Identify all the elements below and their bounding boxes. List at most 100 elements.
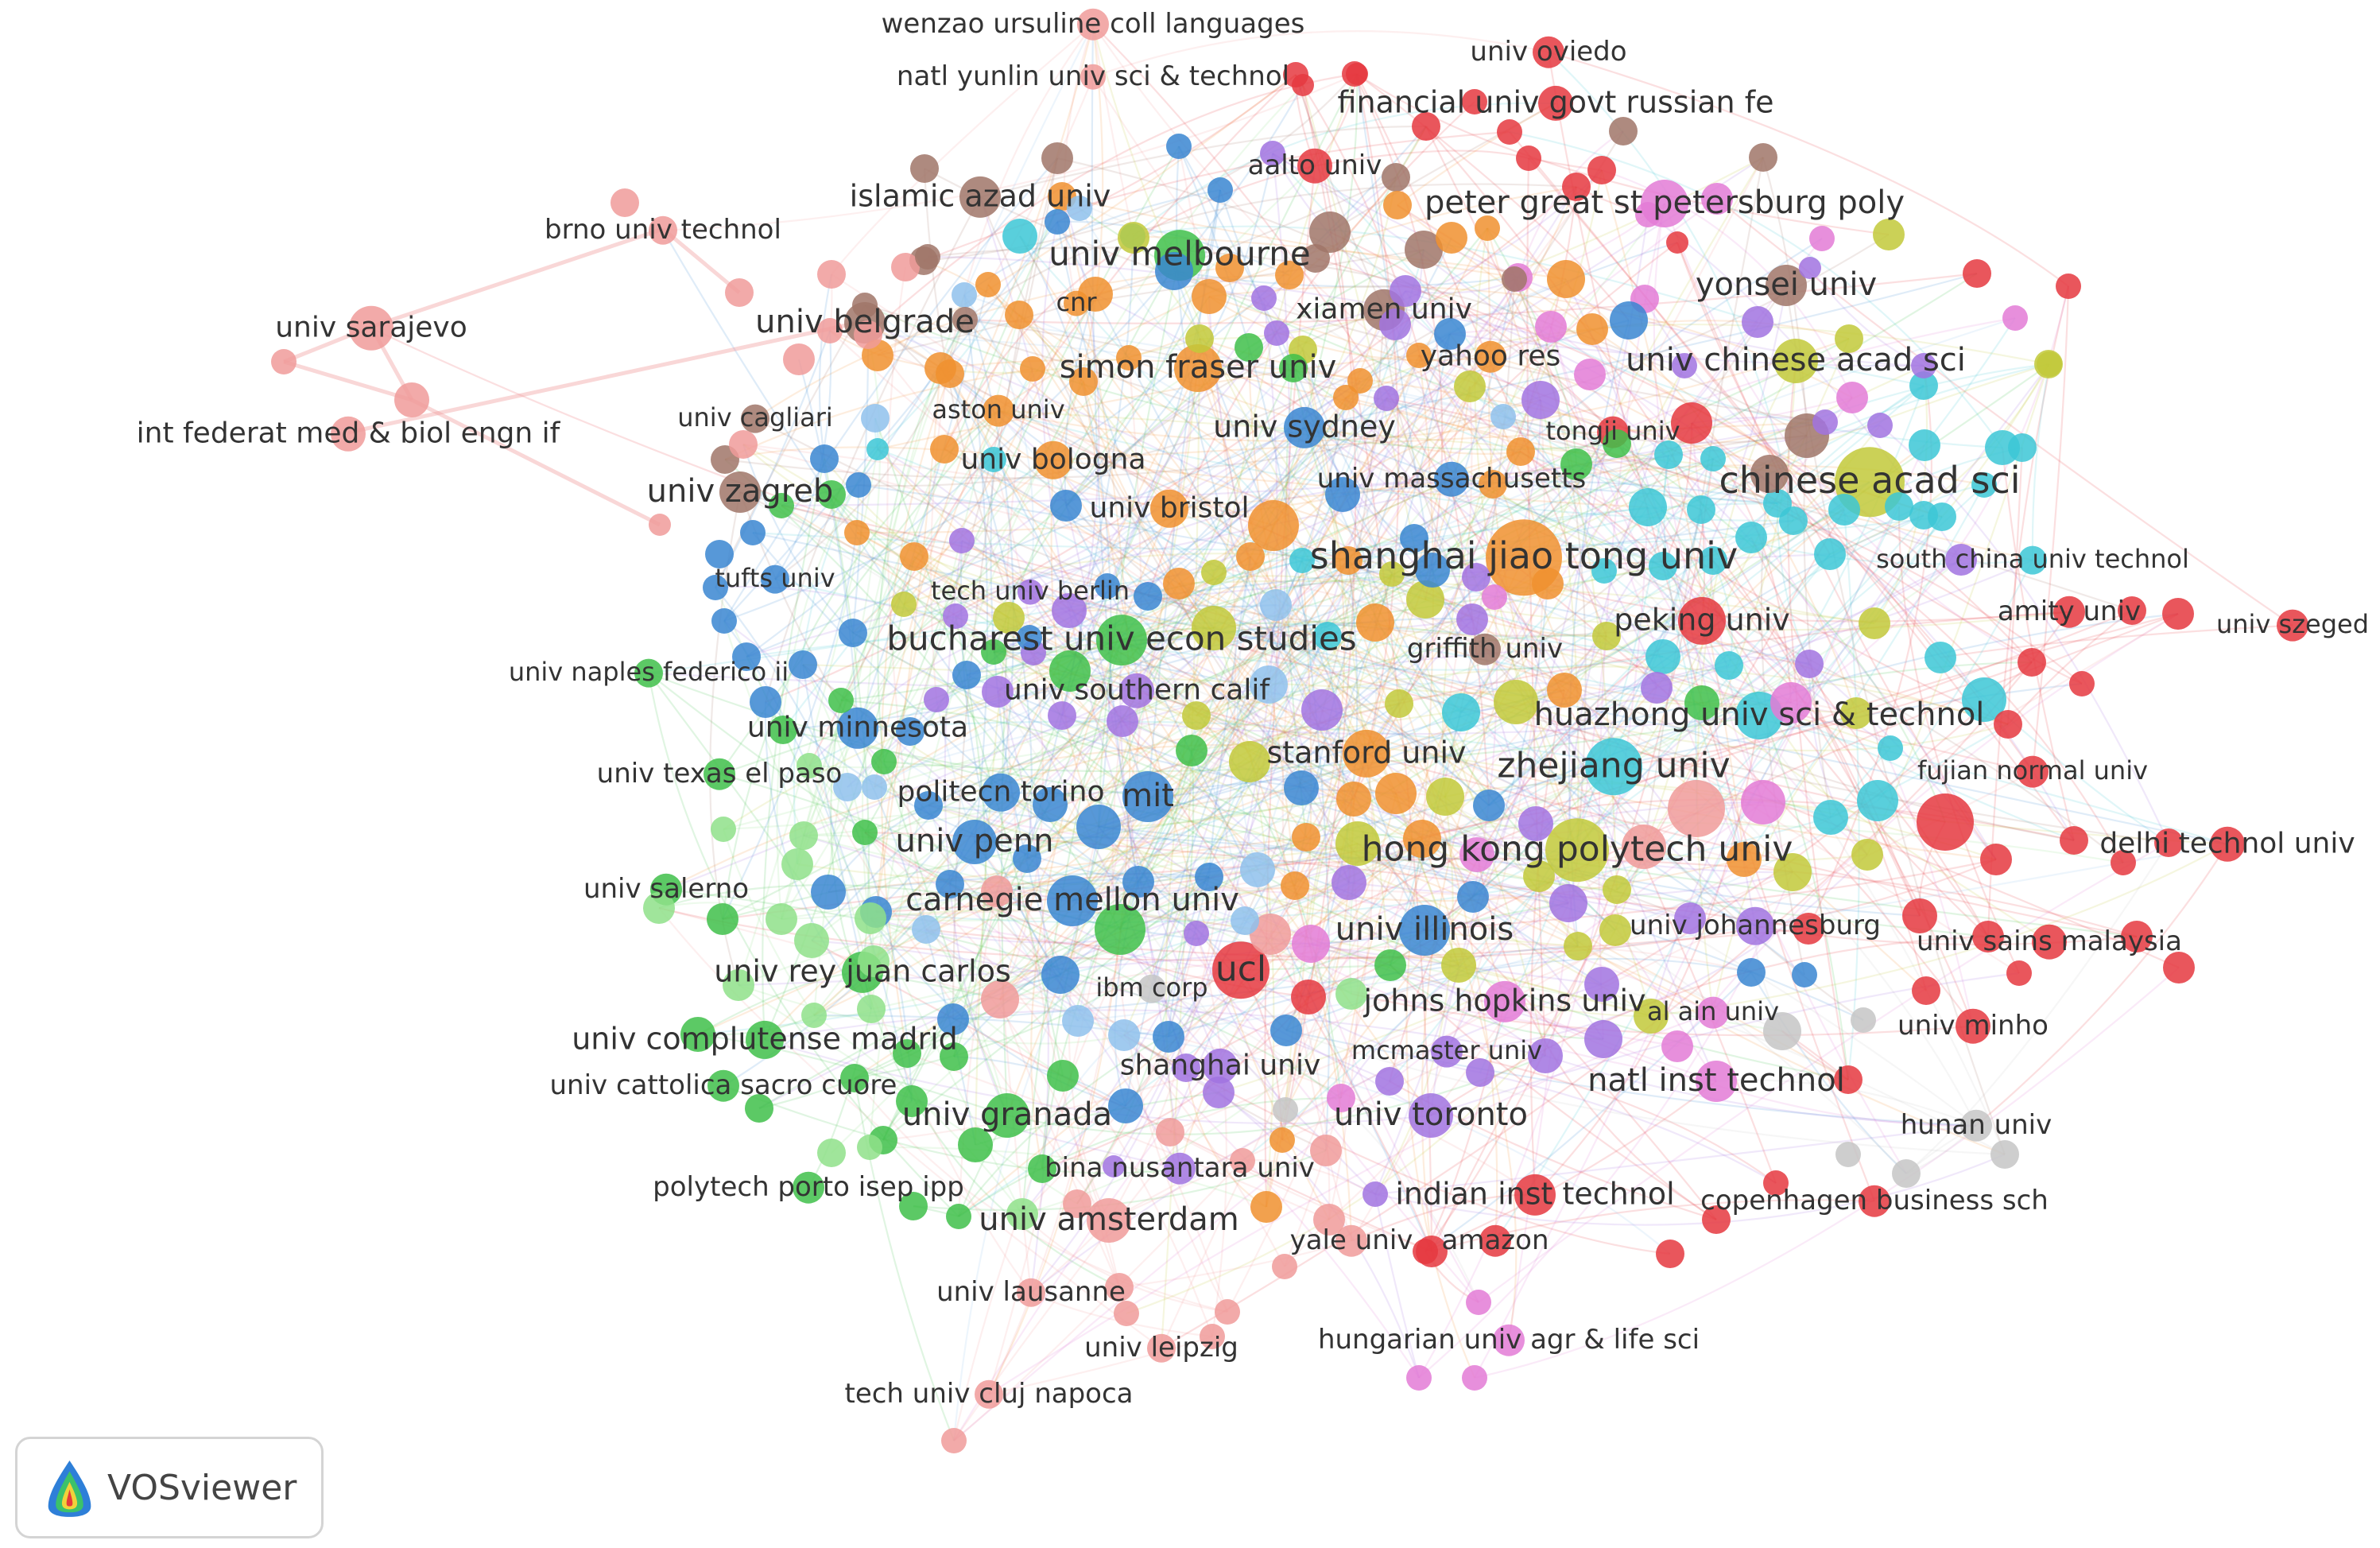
institution-node-unlabelled[interactable] xyxy=(1963,259,1991,288)
institution-node-unlabelled[interactable] xyxy=(1490,404,1516,429)
institution-node-unlabelled[interactable] xyxy=(1928,502,1956,531)
institution-node-unlabelled[interactable] xyxy=(833,773,862,801)
institution-node-unlabelled[interactable] xyxy=(1045,209,1070,235)
institution-node-unlabelled[interactable] xyxy=(1466,1290,1491,1315)
institution-node-unlabelled[interactable] xyxy=(952,661,981,689)
institution-node-unlabelled[interactable] xyxy=(1426,778,1464,816)
institution-node-unlabelled[interactable] xyxy=(789,821,818,850)
institution-node-unlabelled[interactable] xyxy=(1230,1148,1255,1174)
institution-node-unlabelled[interactable] xyxy=(1672,353,1697,378)
institution-node-unlabelled[interactable] xyxy=(1301,689,1343,731)
institution-node[interactable] xyxy=(1431,1035,1463,1068)
institution-node[interactable] xyxy=(793,1171,824,1204)
institution-node-unlabelled[interactable] xyxy=(1336,782,1371,817)
institution-node-unlabelled[interactable] xyxy=(958,1127,993,1162)
institution-node-unlabelled[interactable] xyxy=(817,318,843,343)
institution-node-unlabelled[interactable] xyxy=(1403,820,1441,858)
institution-node-unlabelled[interactable] xyxy=(937,1003,969,1035)
institution-node-unlabelled[interactable] xyxy=(1502,266,1527,292)
institution-node[interactable] xyxy=(707,1069,739,1102)
institution-node-unlabelled[interactable] xyxy=(981,980,1019,1018)
institution-node-unlabelled[interactable] xyxy=(871,749,897,774)
institution-node-unlabelled[interactable] xyxy=(680,1017,715,1052)
institution-node[interactable] xyxy=(1122,771,1173,822)
institution-node-unlabelled[interactable] xyxy=(711,817,736,842)
institution-node-unlabelled[interactable] xyxy=(1107,705,1138,737)
institution-node[interactable] xyxy=(2018,545,2047,575)
institution-node[interactable] xyxy=(1773,339,1818,383)
institution-node-unlabelled[interactable] xyxy=(729,430,758,459)
institution-node-unlabelled[interactable] xyxy=(1547,673,1582,708)
institution-node-unlabelled[interactable] xyxy=(1737,958,1766,987)
institution-node-unlabelled[interactable] xyxy=(1048,701,1076,730)
institution-node-unlabelled[interactable] xyxy=(1289,548,1315,573)
institution-node-unlabelled[interactable] xyxy=(1063,1189,1091,1218)
institution-node-unlabelled[interactable] xyxy=(1799,257,1821,279)
institution-node-unlabelled[interactable] xyxy=(844,520,870,545)
institution-node-unlabelled[interactable] xyxy=(862,774,887,800)
institution-node-unlabelled[interactable] xyxy=(1105,1273,1134,1302)
institution-node-unlabelled[interactable] xyxy=(1005,301,1033,329)
institution-node-unlabelled[interactable] xyxy=(1335,978,1367,1010)
institution-node-unlabelled[interactable] xyxy=(1292,925,1330,963)
institution-node-unlabelled[interactable] xyxy=(1528,1038,1563,1073)
institution-node[interactable] xyxy=(1399,905,1450,956)
institution-node-unlabelled[interactable] xyxy=(1166,134,1192,159)
institution-node-unlabelled[interactable] xyxy=(2069,671,2095,696)
institution-node-unlabelled[interactable] xyxy=(1885,492,1913,521)
institution-node-unlabelled[interactable] xyxy=(1114,1301,1139,1326)
institution-node-unlabelled[interactable] xyxy=(952,307,978,332)
institution-node-unlabelled[interactable] xyxy=(1273,1097,1298,1123)
institution-node-unlabelled[interactable] xyxy=(1521,381,1560,419)
institution-node-unlabelled[interactable] xyxy=(1603,875,1631,904)
institution-node-unlabelled[interactable] xyxy=(1518,806,1553,841)
institution-node-unlabelled[interactable] xyxy=(2162,598,2194,630)
institution-node[interactable] xyxy=(1956,1008,1990,1044)
institution-node[interactable] xyxy=(1203,1048,1238,1084)
institution-node[interactable] xyxy=(1514,1174,1556,1216)
institution-node-unlabelled[interactable] xyxy=(1442,693,1480,731)
institution-node-unlabelled[interactable] xyxy=(711,608,737,634)
institution-node-unlabelled[interactable] xyxy=(2037,351,2062,377)
institution-node-unlabelled[interactable] xyxy=(1629,488,1667,526)
institution-node-unlabelled[interactable] xyxy=(1375,1067,1404,1096)
institution-node-unlabelled[interactable] xyxy=(1118,222,1149,254)
institution-node-unlabelled[interactable] xyxy=(1859,607,1890,639)
institution-node-unlabelled[interactable] xyxy=(1497,119,1522,145)
institution-node-unlabelled[interactable] xyxy=(1792,962,1817,987)
institution-node[interactable] xyxy=(2053,596,2085,628)
institution-node-unlabelled[interactable] xyxy=(1836,382,1868,413)
institution-node-unlabelled[interactable] xyxy=(1153,1021,1184,1053)
institution-node-unlabelled[interactable] xyxy=(1406,580,1444,619)
institution-node-unlabelled[interactable] xyxy=(1962,677,2006,722)
institution-node[interactable] xyxy=(1164,1152,1196,1185)
institution-node-unlabelled[interactable] xyxy=(899,1192,928,1220)
institution-node-unlabelled[interactable] xyxy=(1851,1007,1876,1033)
institution-node-unlabelled[interactable] xyxy=(1434,318,1466,350)
institution-node-unlabelled[interactable] xyxy=(1851,839,1883,871)
institution-node-unlabelled[interactable] xyxy=(2060,826,2088,855)
institution-node-unlabelled[interactable] xyxy=(1649,552,1677,580)
institution-node-unlabelled[interactable] xyxy=(1176,735,1207,766)
institution-node-unlabelled[interactable] xyxy=(866,438,889,460)
institution-node-unlabelled[interactable] xyxy=(891,253,920,281)
institution-node[interactable] xyxy=(1150,489,1188,528)
institution-node-unlabelled[interactable] xyxy=(1207,177,1233,203)
institution-node-unlabelled[interactable] xyxy=(1049,650,1091,692)
institution-node-unlabelled[interactable] xyxy=(1700,446,1726,471)
institution-node[interactable] xyxy=(331,416,366,452)
institution-node-unlabelled[interactable] xyxy=(1309,211,1351,253)
institution-node[interactable] xyxy=(1138,974,1166,1003)
institution-node-unlabelled[interactable] xyxy=(946,1204,971,1229)
institution-node[interactable] xyxy=(634,658,663,688)
institution-node-unlabelled[interactable] xyxy=(1994,710,2022,739)
institution-node-unlabelled[interactable] xyxy=(1654,440,1683,469)
institution-node-unlabelled[interactable] xyxy=(1587,156,1616,184)
institution-node-unlabelled[interactable] xyxy=(1475,215,1500,241)
institution-node-unlabelled[interactable] xyxy=(1454,371,1486,402)
institution-node-unlabelled[interactable] xyxy=(1763,1170,1789,1196)
institution-node-unlabelled[interactable] xyxy=(1436,222,1467,254)
institution-node-unlabelled[interactable] xyxy=(981,639,1006,665)
institution-node[interactable] xyxy=(959,176,1001,218)
institution-node-unlabelled[interactable] xyxy=(1741,780,1785,824)
